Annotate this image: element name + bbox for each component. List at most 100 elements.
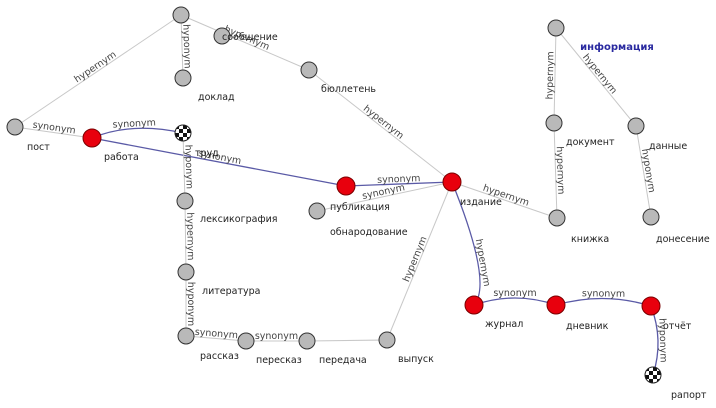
- node-vypusk[interactable]: выпуск: [378, 331, 434, 365]
- node-circle: [546, 295, 566, 315]
- node-zhurnal[interactable]: журнал: [464, 295, 523, 330]
- edge-label: synonym: [377, 173, 421, 186]
- node-info_unlabeled[interactable]: [547, 19, 565, 37]
- node-obnarodovanie[interactable]: обнародование: [308, 202, 408, 238]
- node-label: публикация: [330, 202, 390, 213]
- checker-cell: [175, 133, 179, 137]
- checker-cell: [183, 125, 187, 129]
- edge-dnevnik-otchet: [555, 297, 652, 307]
- node-label: работа: [104, 152, 139, 163]
- node-circle: [642, 208, 660, 226]
- node-top_unlabeled[interactable]: [172, 6, 190, 24]
- node-raport[interactable]: рапорт: [644, 366, 707, 401]
- node-izdanie[interactable]: издание: [442, 172, 502, 208]
- node-circle: [174, 69, 192, 87]
- node-byulleten[interactable]: бюллетень: [300, 61, 376, 95]
- node-label: пересказ: [256, 355, 302, 366]
- node-circle: [176, 192, 194, 210]
- node-circle: [627, 117, 645, 135]
- edge-rasskaz-pereskaz: [185, 335, 247, 342]
- node-dnevnik[interactable]: дневник: [546, 295, 609, 332]
- node-informatsiya[interactable]: информация: [580, 41, 654, 53]
- node-label: журнал: [485, 319, 523, 330]
- node-label: рапорт: [671, 390, 707, 401]
- node-circle: [237, 332, 255, 350]
- node-label: данные: [649, 141, 687, 152]
- node-circle: [177, 263, 195, 281]
- node-ring: [644, 366, 662, 384]
- edge-byulleten-izdanie: [308, 69, 453, 183]
- node-circle: [300, 61, 318, 79]
- checker-cell: [653, 375, 657, 379]
- edge-label: hypernym: [580, 52, 619, 96]
- edge-izdanie-knizhka: [451, 181, 558, 219]
- edge-dannye-donesenie: [635, 125, 652, 218]
- node-label: литература: [202, 286, 260, 297]
- node-ring: [174, 124, 192, 142]
- edge-peredacha-vypusk: [306, 339, 388, 342]
- node-dannye[interactable]: данные: [627, 117, 687, 152]
- edge-vypusk-izdanie: [386, 181, 453, 341]
- checker-cell: [187, 129, 191, 133]
- checker-cell: [653, 367, 657, 371]
- checker-cell: [649, 379, 653, 383]
- node-leksikografiya[interactable]: лексикография: [176, 192, 277, 225]
- node-label: отчёт: [663, 321, 692, 332]
- checker-cell: [645, 375, 649, 379]
- node-rabota[interactable]: работа: [82, 128, 139, 163]
- node-label: дневник: [566, 321, 609, 332]
- edge-post-rabota: [14, 126, 93, 139]
- node-donesenie[interactable]: донесение: [642, 208, 710, 245]
- edge-label: hypernym: [361, 103, 406, 141]
- node-label: рассказ: [200, 351, 239, 362]
- edge-trud-leksikografiya: [182, 132, 186, 202]
- checker-cell: [183, 133, 187, 137]
- checker-cell: [179, 129, 183, 133]
- node-label: передача: [319, 355, 367, 366]
- edge-label: hypernym: [554, 146, 567, 194]
- node-label: обнародование: [330, 227, 408, 238]
- node-circle: [172, 6, 190, 24]
- edge-label: synonym: [255, 331, 298, 342]
- node-circle: [82, 128, 102, 148]
- node-label: информация: [580, 41, 654, 53]
- edge-label: hyponym: [639, 148, 657, 194]
- edge-post-top_unlabeled: [14, 14, 182, 128]
- edge-label: hypernym: [184, 212, 196, 260]
- node-publikatsiya[interactable]: публикация: [330, 176, 390, 213]
- edge-label: hypernym: [544, 51, 556, 99]
- edge-rabota-publikatsiya: [91, 137, 347, 187]
- node-knizhka[interactable]: книжка: [548, 209, 609, 245]
- node-trud[interactable]: труд: [174, 124, 219, 159]
- node-rasskaz[interactable]: рассказ: [177, 327, 239, 362]
- edge-label: hyponym: [180, 24, 192, 69]
- node-label: документ: [566, 137, 615, 148]
- node-soobshchenie[interactable]: сообщение: [213, 27, 278, 45]
- node-label: книжка: [571, 234, 609, 245]
- node-dokument[interactable]: документ: [545, 114, 615, 148]
- node-label: донесение: [656, 234, 710, 245]
- edge-zhurnal-dnevnik: [473, 297, 557, 306]
- edge-label: hyponym: [185, 282, 196, 326]
- edge-label: synonym: [32, 120, 76, 137]
- node-literatura[interactable]: литература: [177, 263, 260, 297]
- edge-label: synonym: [493, 288, 536, 299]
- edge-label: hyponym: [182, 145, 194, 190]
- node-peredacha[interactable]: передача: [298, 332, 367, 366]
- node-circle: [464, 295, 484, 315]
- node-post[interactable]: пост: [6, 118, 50, 153]
- edge-leksikografiya-literatura: [184, 200, 187, 273]
- edge-label: hyponym: [656, 318, 668, 363]
- node-label: бюллетень: [321, 84, 376, 95]
- edge-dokument-knizhka: [553, 122, 558, 219]
- edge-info_unlabeled-dokument: [553, 27, 557, 124]
- node-circle: [177, 327, 195, 345]
- node-pereskaz[interactable]: пересказ: [237, 332, 302, 366]
- edge-label: hypernym: [72, 49, 118, 85]
- node-circle: [308, 202, 326, 220]
- node-otchet[interactable]: отчёт: [641, 296, 692, 332]
- node-circle: [641, 296, 661, 316]
- node-doklad[interactable]: доклад: [174, 69, 235, 103]
- node-label: пост: [27, 142, 50, 153]
